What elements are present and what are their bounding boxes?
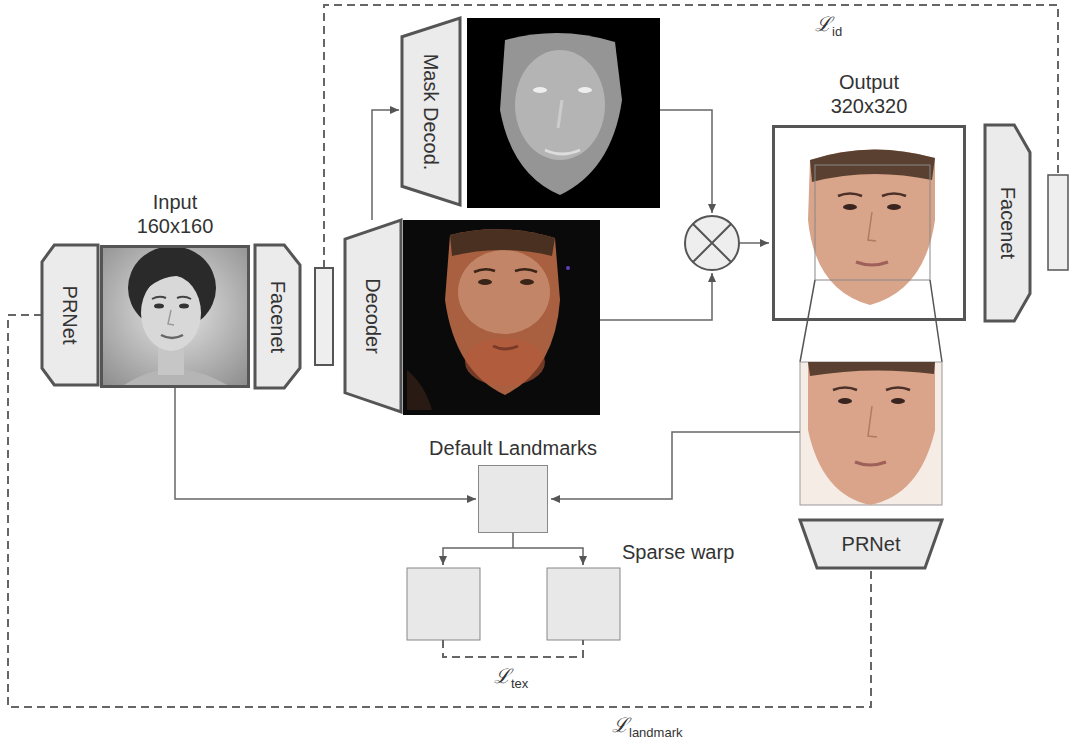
- output-image: [772, 125, 966, 321]
- network-block: Facenet: [255, 245, 300, 388]
- image-frame: Input 160x160: [100, 245, 250, 388]
- warp-box: [407, 568, 480, 640]
- arrow: [740, 242, 769, 244]
- arrow: [600, 273, 712, 320]
- arrow: [372, 110, 399, 220]
- arrow: [660, 110, 712, 213]
- input-photo: [100, 245, 250, 388]
- block-label: PRNet: [58, 286, 82, 345]
- loss-label: ℒid: [815, 12, 842, 40]
- step-label: Sparse warp: [622, 540, 734, 564]
- loss-connector: [8, 315, 871, 707]
- decoder-block: Decoder: [345, 220, 401, 412]
- block-label: Decoder: [361, 278, 385, 354]
- block-label: Facenet: [996, 187, 1020, 259]
- loss-label: ℒtex: [494, 664, 528, 692]
- heading: Input 160x160: [120, 190, 230, 238]
- image-frame: Output 320x320: [772, 125, 966, 321]
- process-box: Default Landmarks: [478, 465, 548, 533]
- heading: Output 320x320: [814, 70, 924, 118]
- loss-label: ℒlandmark: [612, 713, 682, 741]
- embedding-vector: [315, 268, 333, 365]
- network-block: Facenet: [985, 125, 1030, 321]
- arrowhead: [442, 560, 444, 565]
- loss-line: [443, 640, 583, 657]
- network-block: PRNet: [800, 520, 942, 568]
- decoder-image: [403, 220, 600, 415]
- block-label: PRNet: [842, 532, 901, 556]
- arrowhead: [582, 560, 584, 565]
- warp-box: [547, 568, 620, 640]
- network-block: PRNet: [42, 245, 98, 385]
- multiply-symbol: [685, 216, 739, 270]
- block-label: Facenet: [266, 280, 290, 352]
- heading: Default Landmarks: [429, 436, 597, 460]
- zoom-line: [800, 280, 942, 362]
- decoder-block: Mask Decod.: [402, 18, 460, 205]
- mask-image: [467, 18, 660, 208]
- embedding-vector: [1048, 175, 1068, 270]
- cropped-face: [800, 362, 942, 505]
- arrow: [443, 533, 583, 565]
- block-label: Mask Decod.: [419, 53, 443, 170]
